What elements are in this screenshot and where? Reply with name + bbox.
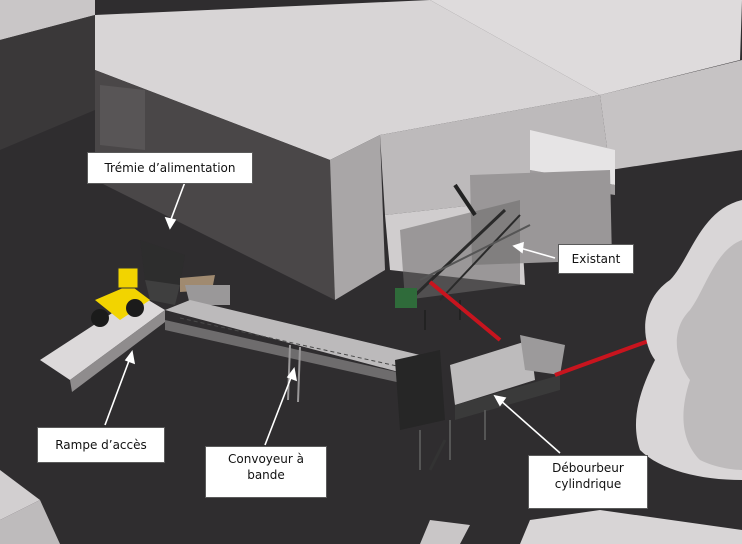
label-convoyeur-line1: Convoyeur à bbox=[228, 452, 304, 466]
wheel-loader bbox=[91, 267, 150, 327]
label-rampe-acces: Rampe d’accès bbox=[37, 427, 165, 463]
red-conveyors bbox=[428, 280, 666, 377]
stockpile bbox=[635, 200, 742, 480]
label-debourbeur-line2: cylindrique bbox=[554, 477, 622, 491]
side-structures bbox=[0, 470, 742, 544]
leader-lines bbox=[104, 181, 561, 454]
label-debourbeur-line1: Débourbeur bbox=[552, 461, 624, 475]
belt-conveyor bbox=[165, 300, 420, 403]
label-convoyeur-bande: Convoyeur à bande bbox=[205, 446, 327, 498]
drum-washer bbox=[395, 335, 565, 471]
label-tremie-alimentation: Trémie d’alimentation bbox=[87, 152, 253, 184]
label-existant: Existant bbox=[558, 244, 634, 274]
feed-hopper bbox=[140, 240, 230, 305]
existing-installation bbox=[395, 183, 531, 330]
label-debourbeur-cylindrique: Débourbeur cylindrique bbox=[528, 455, 648, 509]
label-convoyeur-line2: bande bbox=[247, 468, 285, 482]
